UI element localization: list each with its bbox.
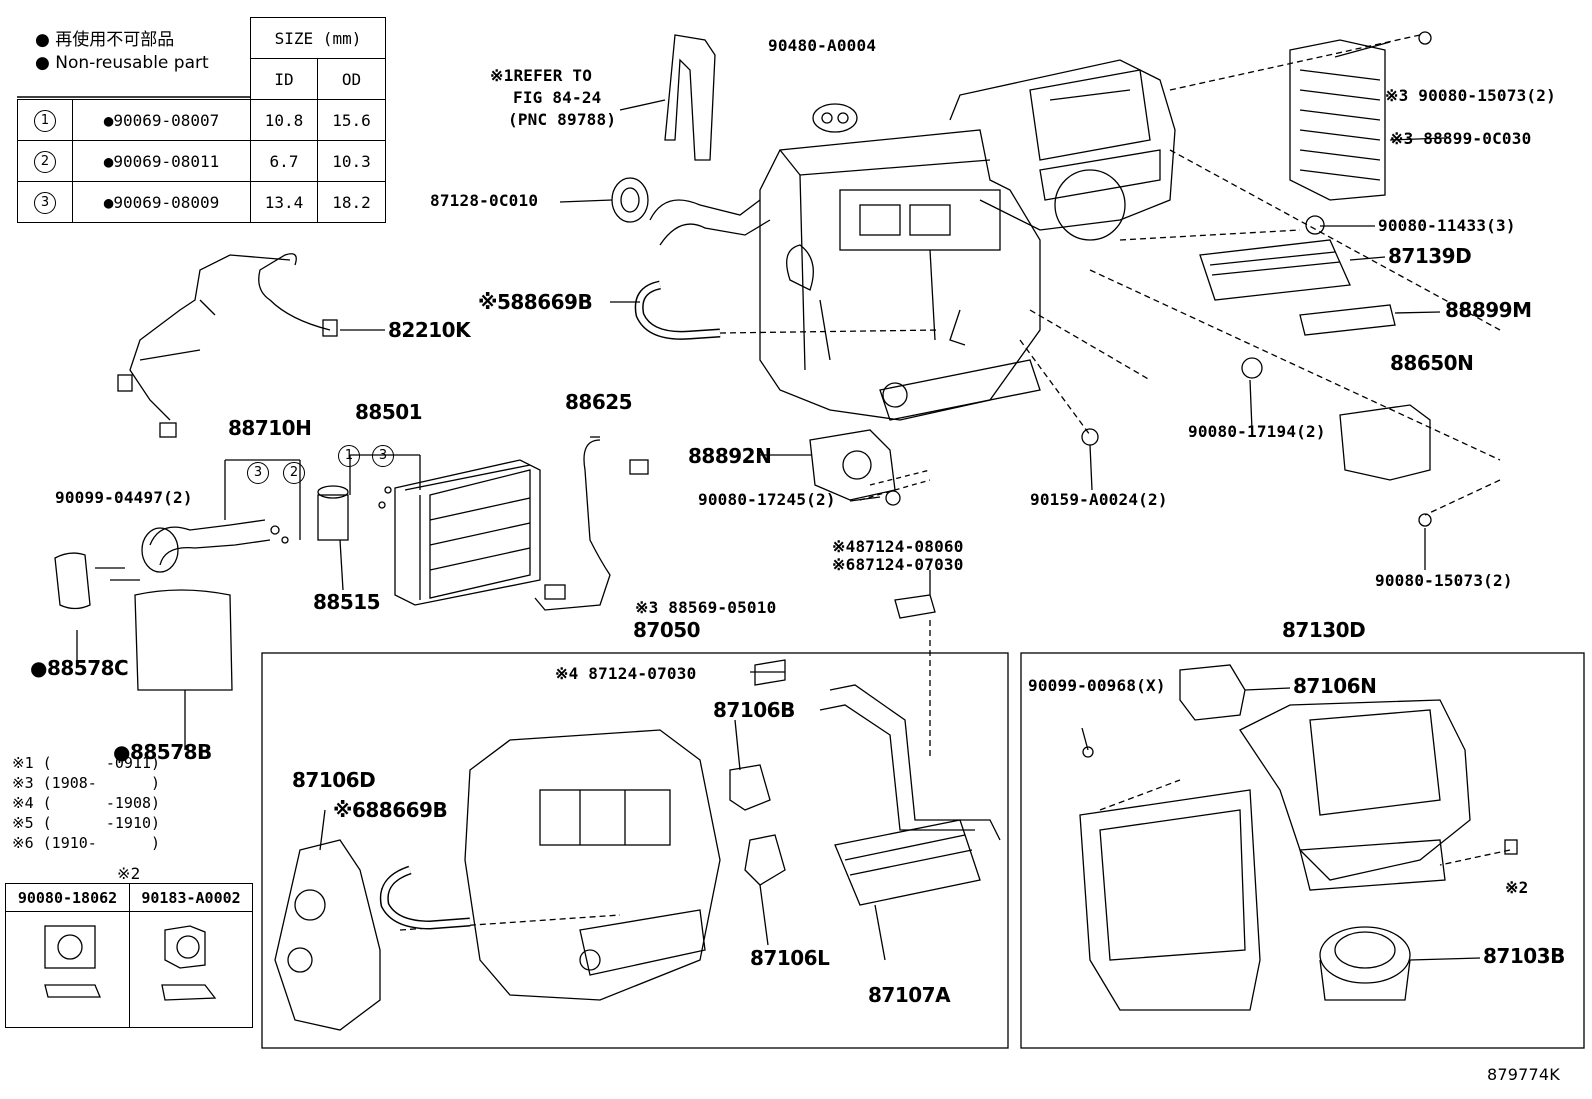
- part-label: 87106D: [292, 768, 376, 792]
- refer-note-line1: ※1REFER TO: [490, 66, 593, 85]
- refer-note-line3: (PNC 89788): [508, 110, 617, 129]
- part-label: ●88578C: [30, 656, 129, 680]
- clip-image-right: [129, 911, 253, 1028]
- ref-mark-3: 3: [372, 445, 394, 467]
- part-label: 87139D: [1388, 244, 1472, 268]
- part-label: 90480-A0004: [768, 36, 877, 55]
- part-label: 82210K: [388, 318, 471, 342]
- col-id: ID: [250, 58, 318, 100]
- part-label: ※688669B: [333, 798, 448, 822]
- table-row: 3 ●90069-08009 13.4 18.2: [17, 181, 386, 223]
- id-value: 13.4: [250, 181, 318, 223]
- part-label: 88515: [313, 590, 381, 614]
- part-label: ※588669B: [478, 290, 593, 314]
- od-value: 10.3: [317, 140, 386, 182]
- part-label: 87103B: [1483, 944, 1565, 968]
- size-header: SIZE (mm): [250, 17, 386, 59]
- ref-mark-3: 3: [34, 191, 56, 214]
- part-number: ●90069-08007: [72, 99, 251, 141]
- part-number: ●90069-08009: [72, 181, 251, 223]
- frame-87050: [261, 652, 1009, 1049]
- part-label: 87130D: [1282, 618, 1366, 642]
- ref-mark-2: 2: [34, 150, 56, 173]
- part-label: 90099-00968(X): [1028, 676, 1166, 695]
- clip-part-left: 90080-18062: [5, 883, 130, 912]
- note: ※5 ( -1910): [12, 814, 161, 832]
- clip-image-left: [5, 911, 130, 1028]
- part-label: ※2: [1505, 878, 1529, 897]
- clips-title: ※2: [117, 864, 141, 883]
- part-label: 87106B: [713, 698, 795, 722]
- ref-mark-3: 3: [247, 462, 269, 484]
- part-label: 88899M: [1445, 298, 1532, 322]
- od-value: 18.2: [317, 181, 386, 223]
- part-label: 90159-A0024(2): [1030, 490, 1168, 509]
- ref-mark-1: 1: [338, 445, 360, 467]
- date-notes: ※1 ( -0911) ※3 (1908- ) ※4 ( -1908) ※5 (…: [12, 753, 160, 853]
- part-label: 90080-17245(2): [698, 490, 836, 509]
- clip-part-right: 90183-A0002: [129, 883, 253, 912]
- ref-mark-2: 2: [283, 462, 305, 484]
- evaporator: [394, 459, 541, 606]
- table-row: 1 ●90069-08007 10.8 15.6: [17, 99, 386, 141]
- part-label: ※3 88899-0C030: [1390, 129, 1532, 148]
- part-label: 87050: [633, 618, 701, 642]
- diagram-id: 879774K: [1487, 1065, 1560, 1084]
- note: ※3 (1908- ): [12, 774, 161, 792]
- part-label: 90080-17194(2): [1188, 422, 1326, 441]
- o-ring-size-table: SIZE (mm) ID OD 1 ●90069-08007 10.8 15.6…: [17, 17, 386, 223]
- part-label: 88892N: [688, 444, 772, 468]
- part-label: 90099-04497(2): [55, 488, 193, 507]
- heater-unit-main: [759, 59, 1176, 421]
- refer-note-line2: FIG 84-24: [513, 88, 602, 107]
- part-label: 90080-11433(3): [1378, 216, 1516, 235]
- part-label: 88625: [565, 390, 633, 414]
- note: ※4 ( -1908): [12, 794, 161, 812]
- part-label: ※687124-07030: [832, 555, 964, 574]
- ref-mark-1: 1: [34, 109, 56, 132]
- note: ※6 (1910- ): [12, 834, 161, 852]
- part-label: 88650N: [1390, 351, 1474, 375]
- frame-87130d: [1020, 652, 1585, 1049]
- part-label: ※3 88569-05010: [635, 598, 777, 617]
- note: ※1 ( -0911): [12, 754, 161, 772]
- id-value: 6.7: [250, 140, 318, 182]
- part-label: 88710H: [228, 416, 312, 440]
- od-value: 15.6: [317, 99, 386, 141]
- part-number: ●90069-08011: [72, 140, 251, 182]
- id-value: 10.8: [250, 99, 318, 141]
- part-label: ※487124-08060: [832, 537, 964, 556]
- part-label: 87106N: [1293, 674, 1377, 698]
- part-label: 90080-15073(2): [1375, 571, 1513, 590]
- table-row: 2 ●90069-08011 6.7 10.3: [17, 140, 386, 182]
- part-label: 87107A: [868, 983, 951, 1007]
- part-label: ※3 90080-15073(2): [1385, 86, 1556, 105]
- col-od: OD: [317, 58, 386, 100]
- part-label: 88501: [355, 400, 423, 424]
- part-label: 87106L: [750, 946, 830, 970]
- part-label: ※4 87124-07030: [555, 664, 697, 683]
- part-label: ●88578B: [113, 740, 212, 764]
- clips-table: 90080-18062 90183-A0002: [5, 883, 253, 1028]
- part-label: 87128-0C010: [430, 191, 539, 210]
